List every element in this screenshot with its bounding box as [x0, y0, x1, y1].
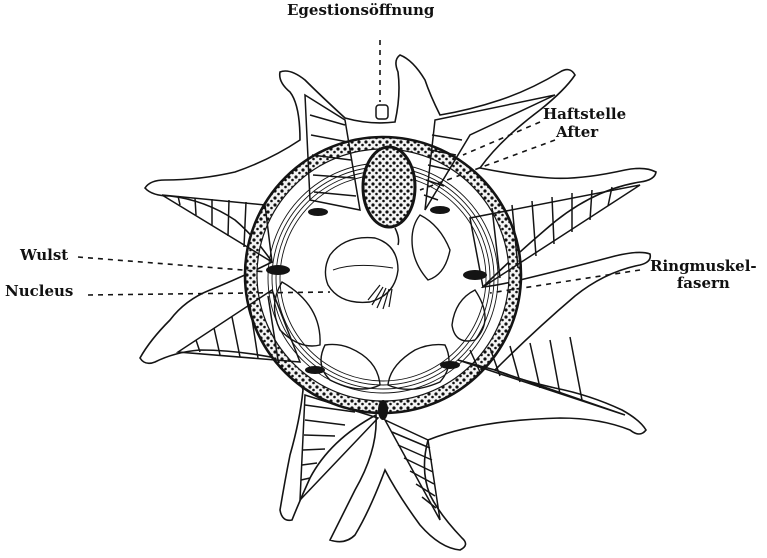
- label-wulst: Wulst: [20, 247, 68, 264]
- label-after: After: [556, 124, 598, 141]
- label-egestion: Egestionsöffnung: [287, 2, 434, 19]
- label-ringmuskel-line2: fasern: [650, 275, 757, 292]
- label-nucleus: Nucleus: [5, 283, 73, 300]
- label-ringmuskel-line1: Ringmuskel-: [650, 258, 757, 275]
- egestion-opening: [376, 105, 388, 119]
- nucleus: [325, 238, 398, 309]
- food-sac: [363, 147, 415, 227]
- label-haftstelle: Haftstelle: [543, 106, 626, 123]
- label-ringmuskelfasern: Ringmuskel- fasern: [650, 258, 757, 292]
